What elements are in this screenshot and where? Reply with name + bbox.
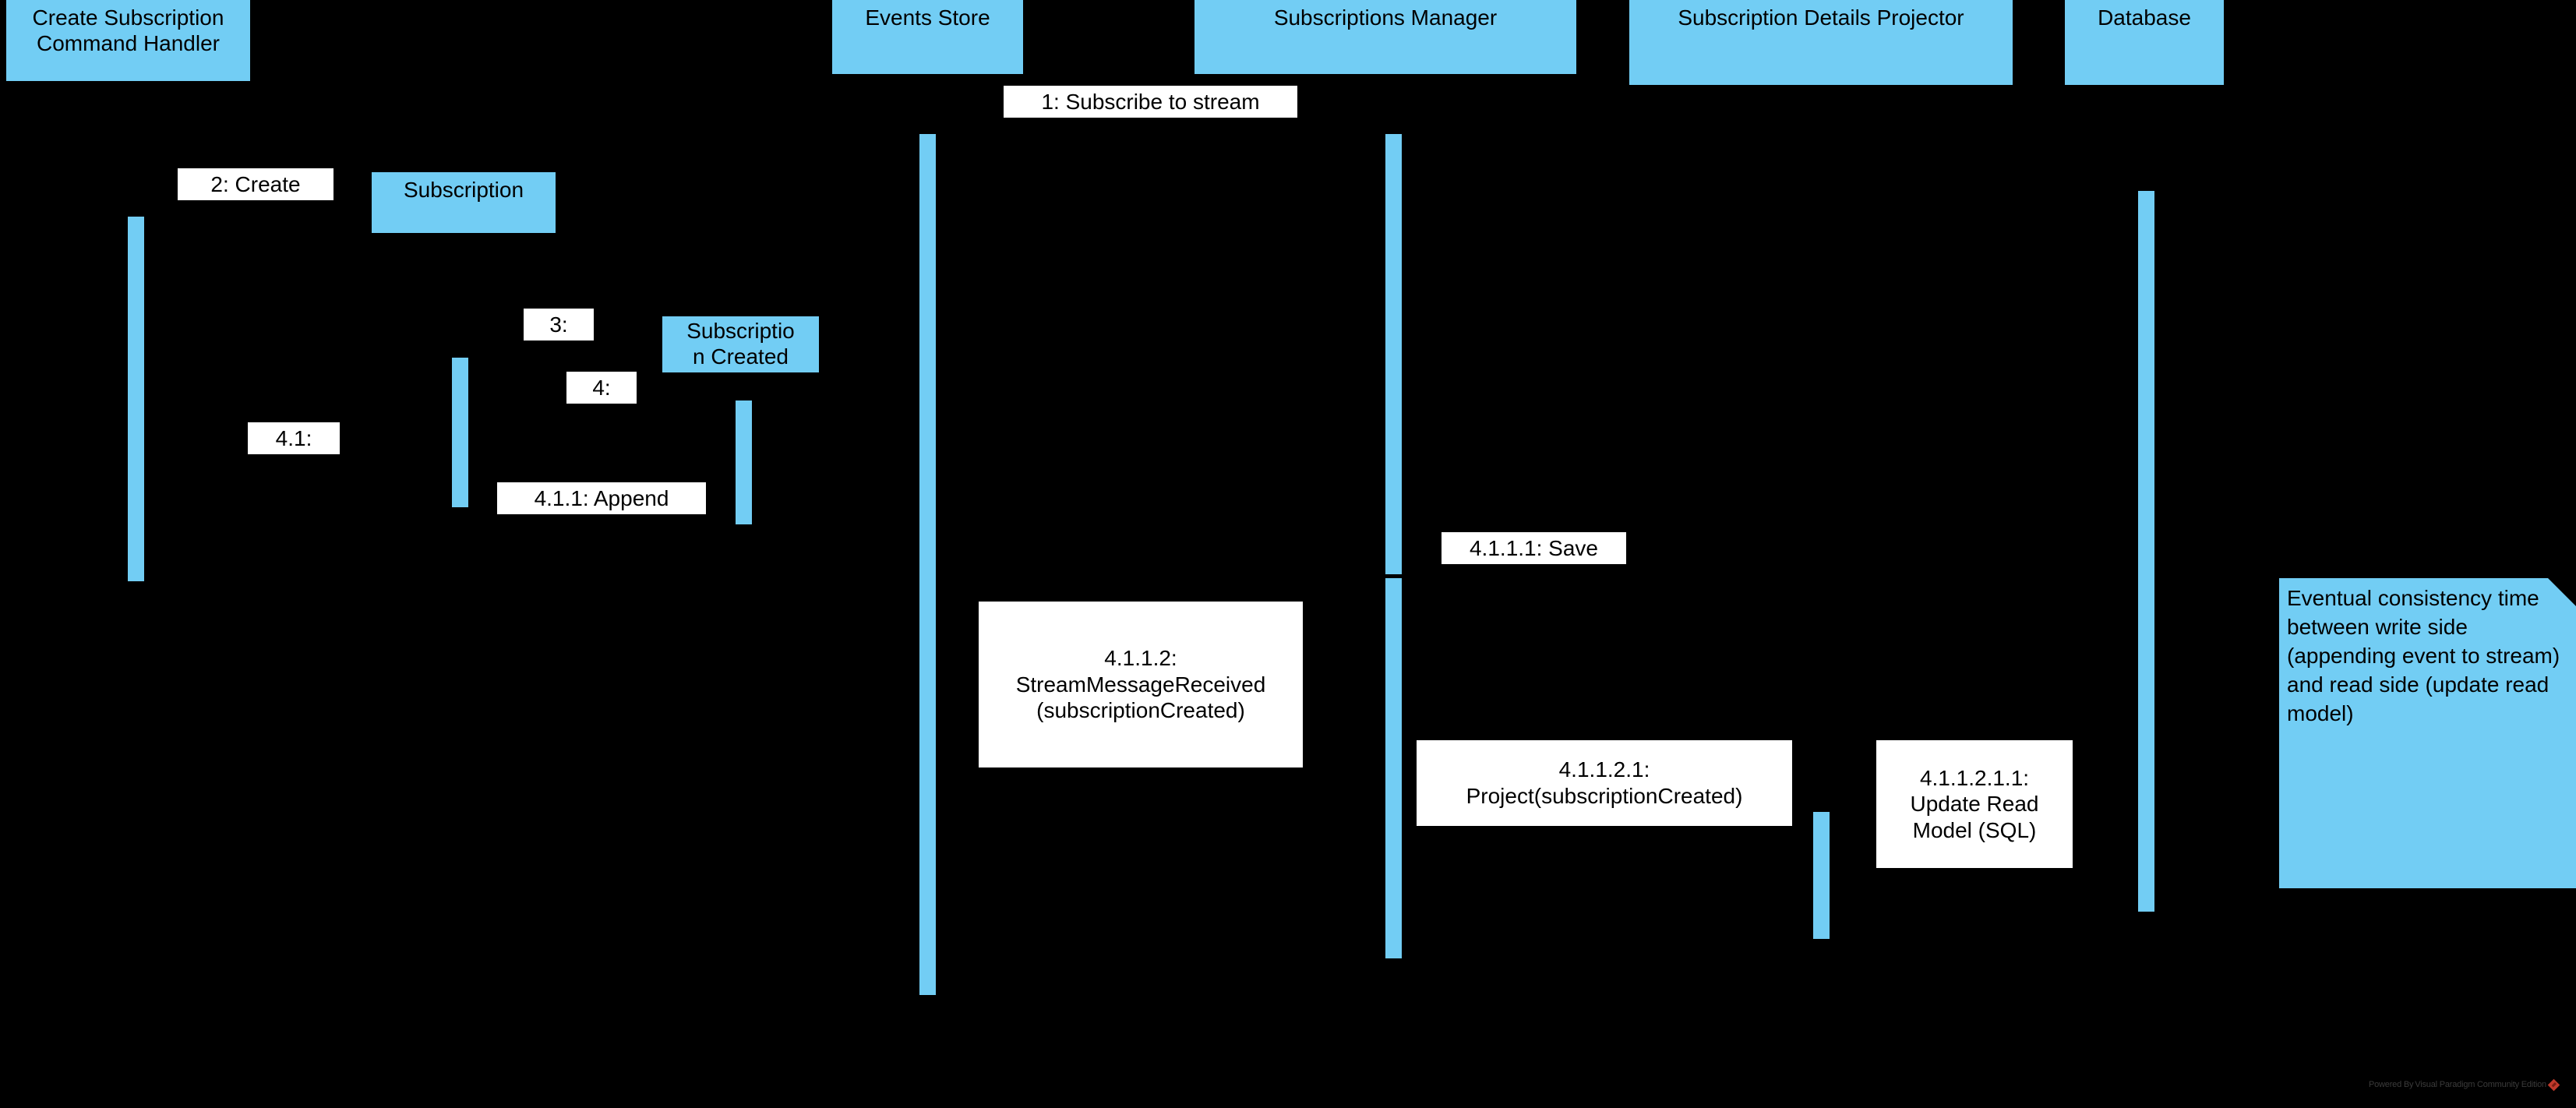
lifeline-header-database[interactable]: Database [2065,0,2224,85]
lifeline-header-events-store[interactable]: Events Store [832,0,1023,74]
object-box-subscription[interactable]: Subscription [372,172,556,233]
activation-bar-subscription[interactable] [452,358,468,507]
message-label-4-1-1-2-1-1-update-read-model[interactable]: 4.1.1.2.1.1: Update Read Model (SQL) [1876,740,2073,868]
lifeline-header-label: Database [2098,5,2191,30]
lifeline-header-label: Subscriptions Manager [1273,5,1498,30]
activation-bar-subscriptions-manager-lower[interactable] [1385,578,1402,958]
visual-paradigm-logo-icon [2547,1078,2560,1091]
watermark: Powered By Visual Paradigm Community Edi… [2369,1078,2560,1091]
message-text: 4.1.1.2.1.1: Update Read Model (SQL) [1910,765,2039,842]
message-label-4-1-1-append[interactable]: 4.1.1: Append [497,482,706,514]
message-label-2-create[interactable]: 2: Create [178,168,333,200]
message-label-4-1[interactable]: 4.1: [248,422,340,454]
message-text: 4.1.1.2: StreamMessageReceived (subscrip… [1015,646,1266,723]
message-text: 4.1.1.1: Save [1469,535,1598,560]
activation-bar-subscription-details-projector[interactable] [1813,812,1830,939]
message-text: 4.1.1.2.1: Project(subscriptionCreated) [1466,757,1743,808]
note-text: Eventual consistency time between write … [2287,586,2560,725]
activation-bar-database[interactable] [2138,191,2154,912]
message-label-1-subscribe-to-stream[interactable]: 1: Subscribe to stream [1004,86,1297,118]
object-box-label: Subscription [403,178,524,202]
message-text: 1: Subscribe to stream [1041,89,1260,114]
message-label-4-1-1-1-save[interactable]: 4.1.1.1: Save [1442,532,1626,564]
object-box-subscription-created[interactable]: Subscriptio n Created [662,316,819,372]
message-text: 4.1.1: Append [534,485,669,510]
message-label-3[interactable]: 3: [524,309,594,341]
lifeline-header-label: Create Subscription Command Handler [32,5,224,56]
lifeline-header-subscriptions-manager[interactable]: Subscriptions Manager [1194,0,1576,74]
activation-bar-events-store[interactable] [919,134,936,995]
activation-bar-subscriptions-manager-upper[interactable] [1385,134,1402,574]
lifeline-header-subscription-details-projector[interactable]: Subscription Details Projector [1629,0,2013,85]
lifeline-header-label: Subscription Details Projector [1678,5,1964,30]
message-label-4-1-1-2-stream-message-received[interactable]: 4.1.1.2: StreamMessageReceived (subscrip… [979,602,1303,767]
message-text: 2: Create [210,171,301,196]
lifeline-header-label: Events Store [865,5,990,30]
note-eventual-consistency[interactable]: Eventual consistency time between write … [2279,578,2576,888]
object-box-label: Subscriptio n Created [686,319,795,369]
message-text: 4: [592,375,611,400]
activation-bar-subscription-created[interactable] [736,401,752,524]
activation-bar-command-handler[interactable] [128,217,144,581]
watermark-text: Powered By Visual Paradigm Community Edi… [2369,1080,2546,1089]
message-text: 4.1: [275,425,312,450]
message-label-4[interactable]: 4: [566,372,637,404]
message-text: 3: [549,312,568,337]
lifeline-header-create-subscription-command-handler[interactable]: Create Subscription Command Handler [6,0,250,81]
message-label-4-1-1-2-1-project[interactable]: 4.1.1.2.1: Project(subscriptionCreated) [1417,740,1792,826]
